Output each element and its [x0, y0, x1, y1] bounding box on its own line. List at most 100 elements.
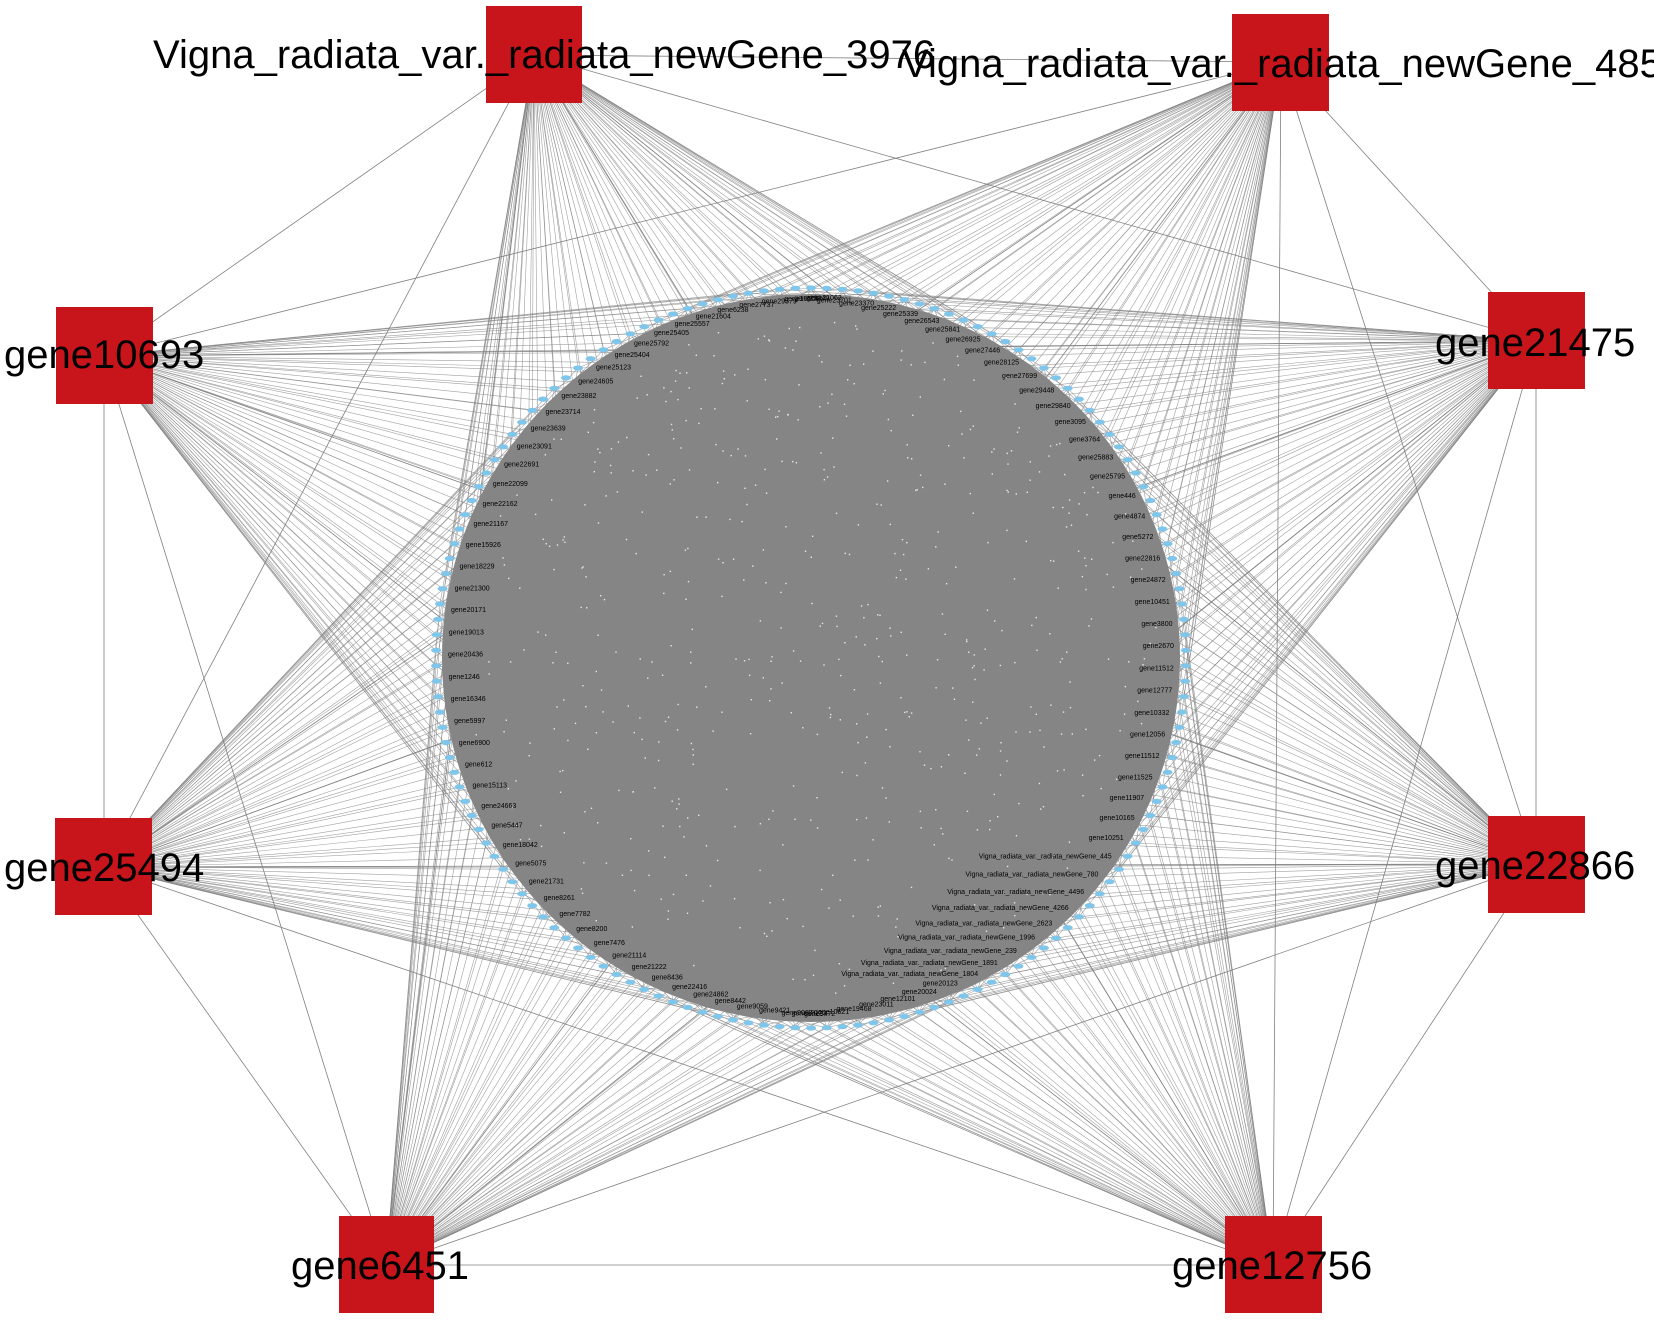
core-speck: [867, 859, 869, 861]
ring-node-label: gene29579: [762, 298, 797, 305]
core-speck: [663, 592, 665, 595]
core-speck: [641, 511, 643, 513]
ring-node: [899, 297, 910, 303]
core-speck: [559, 791, 562, 793]
hub-node-gene10693[interactable]: gene10693: [4, 307, 204, 404]
core-speck: [835, 615, 838, 617]
core-speck: [780, 627, 782, 629]
ring-node-label: gene11525: [1118, 774, 1153, 781]
ring-node-label: gene25795: [1090, 474, 1125, 481]
hub-ring-edge: [857, 863, 1537, 1026]
core-speck: [563, 536, 565, 538]
hub-ring-edge: [842, 61, 1282, 290]
core-speck: [935, 546, 937, 548]
core-speck: [1048, 455, 1050, 457]
core-speck: [618, 789, 620, 792]
hub-ring-edge: [763, 1024, 1274, 1266]
hub-node-vigna-3976[interactable]: Vigna_radiata_var._radiata_newGene_3976: [153, 6, 935, 103]
core-speck: [1085, 728, 1087, 731]
ring-node-label: Vigna_radiata_var._radiata_newGene_1996: [898, 935, 1035, 942]
ring-node: [1113, 866, 1124, 872]
ring-node-label: gene10251: [1089, 835, 1124, 842]
ring-node-label: gene25222: [861, 305, 896, 312]
core-speck: [906, 654, 908, 656]
core-speck: [771, 656, 773, 658]
core-speck: [856, 774, 858, 777]
hub-node-gene21475[interactable]: gene21475: [1435, 292, 1635, 389]
hub-ring-edge: [1067, 340, 1537, 389]
hub-ring-edge: [826, 1027, 1274, 1266]
ring-node-label: gene1246: [449, 674, 480, 681]
core-speck: [664, 856, 666, 859]
core-speck: [1106, 573, 1108, 576]
core-speck: [833, 466, 835, 468]
core-speck: [646, 394, 648, 396]
hub-hub-edge: [103, 866, 1274, 1266]
ring-node: [1177, 601, 1187, 607]
core-speck: [976, 754, 978, 756]
core-speck: [1006, 865, 1009, 868]
core-speck: [680, 447, 682, 449]
core-speck: [1029, 479, 1031, 481]
hub-node-gene25494[interactable]: gene25494: [4, 818, 204, 915]
ring-node-label: gene5997: [454, 718, 485, 725]
core-speck: [823, 479, 826, 481]
core-speck: [853, 689, 856, 691]
core-speck: [940, 827, 942, 830]
hub-node-gene6451[interactable]: gene6451: [291, 1216, 469, 1313]
core-speck: [904, 711, 906, 714]
hub-node-gene12756[interactable]: gene12756: [1172, 1216, 1372, 1313]
core-speck: [581, 567, 583, 569]
ring-node: [1026, 356, 1037, 362]
core-speck: [1056, 770, 1059, 772]
core-speck: [1010, 450, 1013, 452]
hub-node-vigna-4853[interactable]: Vigna_radiata_var._radiata_newGene_4853: [902, 14, 1654, 111]
core-speck: [884, 389, 886, 392]
ring-node: [435, 601, 445, 607]
core-speck: [906, 542, 908, 544]
ring-node: [517, 891, 528, 897]
ring-node-label: gene11512: [1125, 753, 1160, 760]
core-speck: [766, 935, 768, 937]
hub-node-gene22866[interactable]: gene22866: [1435, 816, 1635, 913]
core-speck: [1092, 486, 1094, 489]
core-speck: [940, 969, 942, 971]
core-speck: [556, 544, 559, 546]
ring-node: [821, 1025, 832, 1031]
hub-square: [486, 6, 582, 103]
core-speck: [626, 436, 628, 439]
core-speck: [581, 892, 584, 894]
core-edge-mass: [442, 294, 1180, 1022]
hub-ring-edge: [103, 355, 479, 487]
core-speck: [671, 800, 673, 802]
core-speck: [678, 798, 680, 800]
ring-node-label: gene22691: [504, 462, 539, 469]
hub-hub-edge: [533, 54, 1282, 63]
ring-node: [914, 1009, 925, 1015]
core-speck: [609, 464, 612, 467]
core-speck: [632, 470, 634, 472]
core-speck: [905, 578, 907, 580]
core-speck: [1015, 835, 1018, 837]
core-speck: [583, 862, 585, 864]
core-speck: [1001, 629, 1003, 632]
ring-node: [489, 457, 500, 463]
core-speck: [1085, 565, 1087, 567]
hub-ring-edge: [385, 757, 451, 1266]
core-speck: [894, 552, 896, 555]
ring-node: [1162, 541, 1173, 547]
ring-node: [507, 431, 518, 437]
hub-ring-edge: [1031, 863, 1537, 958]
core-speck: [700, 408, 702, 410]
hub-ring-edge: [103, 786, 460, 868]
core-speck: [999, 750, 1002, 752]
hub-ring-edge: [1185, 61, 1282, 635]
core-speck: [1081, 774, 1084, 776]
core-speck: [1029, 461, 1031, 463]
core-speck: [552, 662, 554, 664]
core-speck: [737, 448, 739, 450]
ring-node: [1104, 431, 1115, 437]
core-speck: [895, 926, 897, 928]
core-speck: [735, 658, 737, 660]
core-speck: [1014, 403, 1016, 405]
